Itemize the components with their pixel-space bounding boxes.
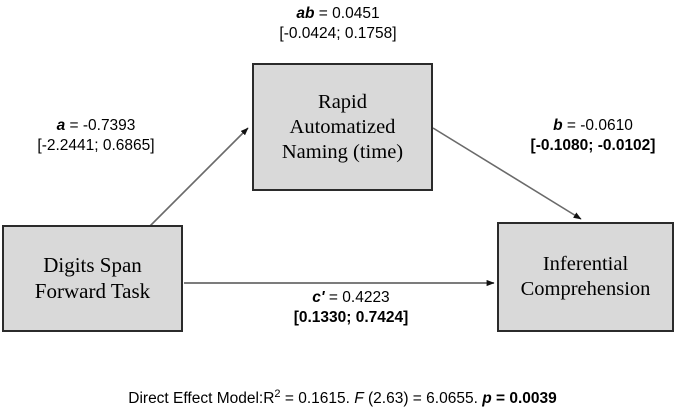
- caption-lead: Direct Effect Model:R: [128, 390, 275, 408]
- node-mediator-line-3: Naming (time): [281, 140, 404, 163]
- path-label-b: b = -0.0610 [-0.1080; -0.0102]: [502, 116, 684, 157]
- path-a-symbol: a: [56, 117, 66, 134]
- caption-r-squared-superscript: 2: [274, 388, 281, 400]
- node-digits-span-forward-task[interactable]: Digits Span Forward Task: [2, 225, 183, 332]
- path-label-a: a = -0.7393 [-2.2441; 0.6865]: [8, 116, 184, 157]
- node-predictor-line-2: Forward Task: [34, 278, 151, 303]
- model-statistics-caption: Direct Effect Model:R2 = 0.1615. F (2.63…: [0, 388, 685, 408]
- path-b-symbol: b: [553, 117, 563, 134]
- caption-f-symbol: F: [354, 390, 364, 408]
- path-a-value: = -0.7393: [65, 117, 136, 134]
- node-outcome-line-1: Inferential: [542, 253, 629, 275]
- path-c-prime-confidence-interval: [0.1330; 0.7424]: [293, 309, 409, 327]
- path-b-confidence-interval: [-0.1080; -0.0102]: [530, 137, 656, 155]
- path-a-coefficient: a = -0.7393: [8, 116, 184, 136]
- path-c-prime-symbol: c': [312, 289, 325, 306]
- path-a-confidence-interval: [-2.2441; 0.6865]: [37, 137, 155, 155]
- path-c-prime-coefficient: c' = 0.4223: [236, 288, 466, 308]
- path-b-value: = -0.0610: [562, 117, 633, 134]
- path-ab-value: = 0.0451: [314, 5, 380, 22]
- path-label-indirect-effect-ab: ab = 0.0451 [-0.0424; 0.1758]: [188, 4, 488, 45]
- caption-r-squared-value: = 0.1615.: [280, 390, 355, 408]
- node-predictor-line-1: Digits Span: [43, 252, 142, 277]
- node-outcome-line-2: Comprehension: [520, 278, 651, 300]
- caption-f-value: (2.63) = 6.0655.: [363, 390, 483, 408]
- node-inferential-comprehension[interactable]: Inferential Comprehension: [497, 222, 674, 332]
- node-rapid-automatized-naming[interactable]: Rapid Automatized Naming (time): [252, 63, 433, 191]
- path-c-prime-value: = 0.4223: [324, 289, 390, 306]
- node-mediator-line-2: Automatized: [289, 115, 396, 138]
- path-label-c-prime: c' = 0.4223 [0.1330; 0.7424]: [236, 288, 466, 329]
- path-b-coefficient: b = -0.0610: [502, 116, 684, 136]
- node-mediator-line-1: Rapid: [318, 90, 367, 113]
- caption-p-symbol: p: [482, 390, 492, 408]
- path-ab-symbol: ab: [296, 5, 315, 22]
- path-ab-confidence-interval: [-0.0424; 0.1758]: [279, 25, 397, 43]
- path-ab-coefficient: ab = 0.0451: [188, 4, 488, 24]
- caption-p-value: = 0.0039: [491, 390, 557, 408]
